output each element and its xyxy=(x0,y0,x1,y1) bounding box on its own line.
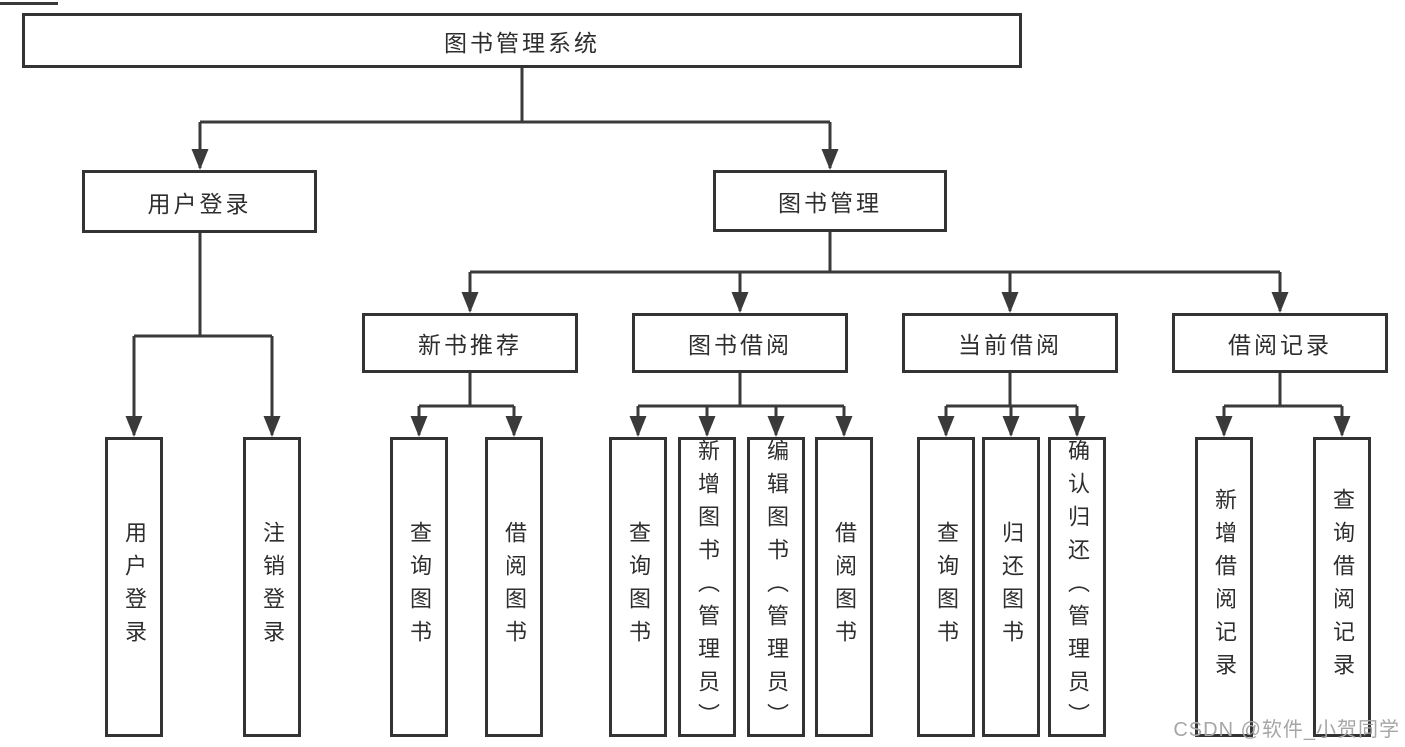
node-current-borrowing: 当前借阅 xyxy=(902,313,1118,373)
node-borrowing-records: 借阅记录 xyxy=(1172,313,1388,373)
watermark: CSDN @软件_小贺同学 xyxy=(1173,719,1400,741)
leaf-borrow-add-books-admin: 新增图书（管理员） xyxy=(678,437,736,737)
leaf-records-query-record: 查询借阅记录 xyxy=(1313,437,1371,737)
node-label: 用户登录 xyxy=(147,190,252,217)
leaf-current-return-books: 归还图书 xyxy=(982,437,1040,737)
node-new-book-recommendation: 新书推荐 xyxy=(362,313,578,373)
node-library-system: 图书管理系统 xyxy=(22,13,1022,68)
leaf-label: 查询图书 xyxy=(934,521,959,653)
node-book-management: 图书管理 xyxy=(713,170,947,232)
leaf-borrow-query-books: 查询图书 xyxy=(609,437,667,737)
leaf-label: 确认归还（管理员） xyxy=(1065,438,1090,736)
node-label: 借阅记录 xyxy=(1228,332,1332,358)
leaf-borrow-edit-books-admin: 编辑图书（管理员） xyxy=(747,437,805,737)
leaf-label: 新增借阅记录 xyxy=(1212,488,1237,686)
leaf-label: 借阅图书 xyxy=(502,521,527,653)
node-label: 图书管理 xyxy=(778,190,882,216)
node-book-borrowing: 图书借阅 xyxy=(632,313,848,373)
node-label: 新书推荐 xyxy=(418,332,522,358)
leaf-records-add-record: 新增借阅记录 xyxy=(1195,437,1253,737)
node-label: 图书借阅 xyxy=(688,332,792,358)
leaf-label: 借阅图书 xyxy=(832,521,857,653)
leaf-label: 编辑图书（管理员） xyxy=(764,438,789,736)
leaf-label: 用户登录 xyxy=(122,521,147,653)
leaf-recommend-borrow-books: 借阅图书 xyxy=(485,437,543,737)
leaf-label: 新增图书（管理员） xyxy=(695,438,720,736)
leaf-borrow-borrow-books: 借阅图书 xyxy=(815,437,873,737)
leaf-current-query-books: 查询图书 xyxy=(917,437,975,737)
leaf-label: 查询图书 xyxy=(407,521,432,653)
leaf-label: 注销登录 xyxy=(260,521,285,653)
leaf-recommend-query-books: 查询图书 xyxy=(390,437,448,737)
leaf-label: 归还图书 xyxy=(999,521,1024,653)
arrowheads xyxy=(125,149,1351,437)
node-user-login: 用户登录 xyxy=(82,170,317,233)
leaf-user-login: 用户登录 xyxy=(105,437,163,737)
node-label: 当前借阅 xyxy=(958,332,1062,358)
leaf-current-confirm-return-admin: 确认归还（管理员） xyxy=(1048,437,1106,737)
leaf-label: 查询借阅记录 xyxy=(1330,488,1355,686)
tree-connectors xyxy=(132,68,1344,435)
leaf-label: 查询图书 xyxy=(626,521,651,653)
top-left-edge-artifact xyxy=(0,2,58,5)
node-label: 图书管理系统 xyxy=(444,29,600,56)
leaf-logout: 注销登录 xyxy=(243,437,301,737)
